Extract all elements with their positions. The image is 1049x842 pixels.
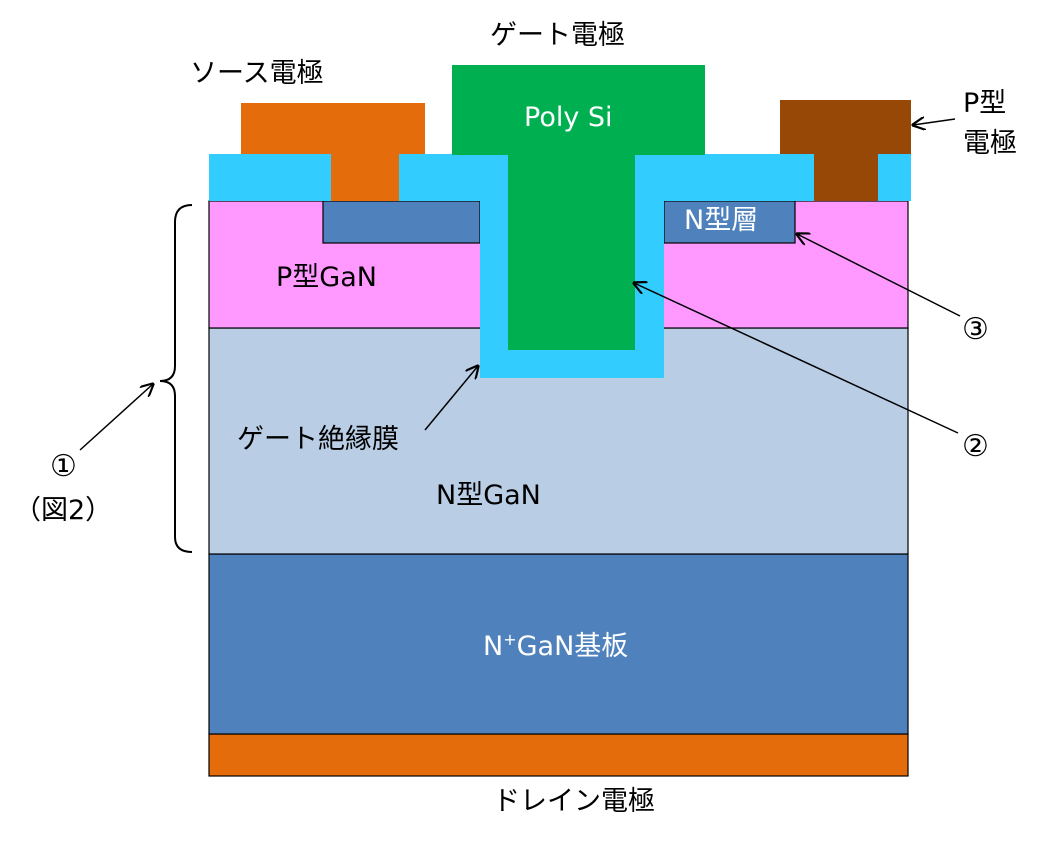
p-electrode-arrow	[913, 119, 956, 125]
n-layer-label: N型層	[684, 205, 759, 236]
n-gan-label: N型GaN	[436, 480, 541, 511]
gate-electrode-label: ゲート電極	[490, 20, 625, 51]
callout-1-arrow	[79, 384, 153, 451]
substrate-label: N+GaN基板	[483, 630, 629, 662]
gate-electrode-trench	[508, 150, 635, 350]
p-electrode-label-line1: P型	[963, 88, 1007, 119]
bracket	[159, 204, 193, 553]
callout-1-sub: （図2）	[14, 495, 113, 526]
drain-electrode	[208, 733, 909, 777]
callout-3: ③	[962, 312, 989, 347]
source-electrode-label: ソース電極	[190, 58, 324, 89]
source-electrode-cap	[241, 103, 425, 154]
callout-2-arrow	[634, 283, 959, 434]
poly-si-label: Poly Si	[524, 102, 613, 133]
callout-3-arrow	[797, 234, 961, 317]
p-electrode-cap	[780, 100, 911, 154]
n-plus-gan-substrate	[208, 553, 909, 735]
drain-electrode-label: ドレイン電極	[493, 786, 655, 817]
callout-1: ①	[50, 449, 77, 484]
gate-insulator-arrow	[424, 366, 478, 431]
n-layer-left	[322, 200, 481, 244]
substrate-label-sup: +	[503, 630, 517, 649]
gate-insulator-label: ゲート絶縁膜	[237, 424, 399, 455]
gate-electrode-cap	[452, 65, 705, 155]
source-electrode-plug	[331, 150, 399, 201]
p-gan-label: P型GaN	[276, 262, 377, 293]
callout-2: ②	[962, 429, 989, 464]
substrate-label-prefix: N	[483, 631, 504, 662]
substrate-label-suffix: GaN基板	[516, 631, 629, 662]
p-electrode-label-line2: 電極	[963, 128, 1017, 159]
p-electrode-plug	[814, 150, 878, 201]
